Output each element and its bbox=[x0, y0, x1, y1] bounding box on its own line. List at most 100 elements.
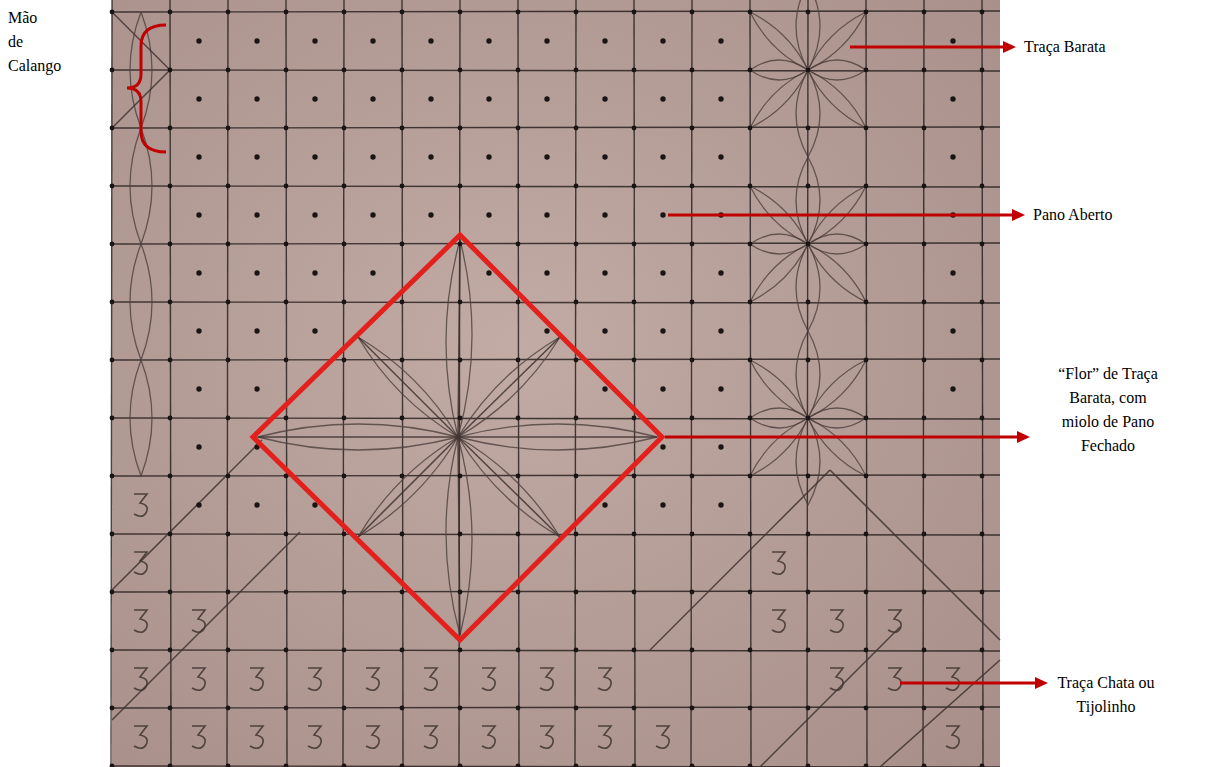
paper-photo bbox=[112, 0, 1000, 767]
pin-dot bbox=[254, 154, 259, 159]
lens-petal bbox=[796, 331, 820, 418]
pin-dot bbox=[806, 474, 811, 479]
handwritten-mark bbox=[134, 610, 147, 632]
pin-dot bbox=[226, 764, 231, 767]
pin-dot bbox=[168, 10, 173, 15]
lens-petal bbox=[750, 234, 808, 254]
pin-dot bbox=[342, 184, 347, 189]
pin-dot bbox=[516, 68, 521, 73]
pin-dot bbox=[574, 474, 579, 479]
pin-dot bbox=[110, 474, 115, 479]
pin-dot bbox=[312, 38, 317, 43]
pin-dot bbox=[110, 532, 115, 537]
pin-dot bbox=[980, 184, 985, 189]
pencil-line bbox=[458, 436, 657, 438]
pin-dot bbox=[168, 764, 173, 767]
pin-dot bbox=[574, 184, 579, 189]
pin-dot bbox=[544, 270, 549, 275]
pin-dot bbox=[806, 300, 811, 305]
lens-petal bbox=[446, 437, 472, 635]
pin-dot bbox=[864, 706, 869, 711]
pin-dot bbox=[748, 648, 753, 653]
pin-dot bbox=[168, 300, 173, 305]
pin-dot bbox=[660, 212, 665, 217]
pin-dot bbox=[660, 38, 665, 43]
pin-dot bbox=[168, 416, 173, 421]
handwritten-mark bbox=[192, 668, 205, 690]
pin-dot bbox=[544, 328, 549, 333]
pin-dot bbox=[574, 358, 579, 363]
pin-dot bbox=[632, 706, 637, 711]
pin-dot bbox=[574, 532, 579, 537]
pin-dot bbox=[428, 212, 433, 217]
pin-dot bbox=[806, 764, 811, 767]
lens-petal bbox=[258, 424, 458, 450]
handwritten-mark bbox=[366, 668, 379, 690]
pin-dot bbox=[168, 358, 173, 363]
pin-dot bbox=[342, 590, 347, 595]
pin-dot bbox=[342, 416, 347, 421]
pin-dot bbox=[980, 532, 985, 537]
pin-dot bbox=[544, 38, 549, 43]
pin-dot bbox=[922, 358, 927, 363]
pin-dot bbox=[400, 126, 405, 131]
pin-dot bbox=[690, 68, 695, 73]
pin-dot bbox=[342, 474, 347, 479]
pin-dot bbox=[806, 68, 811, 73]
pin-dot bbox=[602, 96, 607, 101]
pin-dot bbox=[950, 38, 955, 43]
lens-petal bbox=[808, 12, 866, 70]
pin-dot bbox=[950, 270, 955, 275]
lens-petal bbox=[446, 240, 472, 437]
handwritten-mark bbox=[598, 668, 611, 690]
pin-dot bbox=[254, 212, 259, 217]
pin-dot bbox=[486, 38, 491, 43]
pin-dots bbox=[110, 10, 985, 767]
handwritten-mark bbox=[598, 726, 611, 748]
arrow-head bbox=[1003, 41, 1016, 53]
pin-dot bbox=[226, 590, 231, 595]
lens-petal bbox=[796, 157, 820, 244]
handwritten-mark bbox=[308, 726, 321, 748]
handwritten-mark bbox=[134, 668, 147, 690]
pin-dot bbox=[342, 300, 347, 305]
handwritten-mark bbox=[192, 726, 205, 748]
pin-dot bbox=[400, 590, 405, 595]
pin-dot bbox=[718, 502, 723, 507]
pin-dot bbox=[690, 242, 695, 247]
pin-dot bbox=[400, 706, 405, 711]
lens-petal bbox=[750, 60, 808, 80]
handwritten-mark bbox=[134, 726, 147, 748]
pin-dot bbox=[254, 38, 259, 43]
pin-dot bbox=[458, 358, 463, 363]
pin-dot bbox=[168, 242, 173, 247]
pin-dot bbox=[980, 126, 985, 131]
pin-dot bbox=[544, 154, 549, 159]
pin-dot bbox=[110, 126, 115, 131]
pin-dot bbox=[806, 10, 811, 15]
pin-dot bbox=[400, 764, 405, 767]
lens-petal bbox=[130, 128, 152, 244]
pin-dot bbox=[370, 154, 375, 159]
pin-dot bbox=[342, 706, 347, 711]
pin-dot bbox=[980, 474, 985, 479]
pin-dot bbox=[254, 386, 259, 391]
pin-dot bbox=[690, 648, 695, 653]
pin-dot bbox=[748, 358, 753, 363]
pin-dot bbox=[806, 242, 811, 247]
pin-dot bbox=[632, 358, 637, 363]
pin-dot bbox=[110, 300, 115, 305]
pin-dot bbox=[400, 474, 405, 479]
pin-dot bbox=[922, 300, 927, 305]
pencil-line bbox=[458, 240, 460, 437]
pin-dot bbox=[748, 184, 753, 189]
pin-dot bbox=[632, 764, 637, 767]
pin-dot bbox=[312, 328, 317, 333]
leader-line bbox=[850, 46, 1006, 49]
pin-dot bbox=[574, 300, 579, 305]
pin-dot bbox=[660, 270, 665, 275]
pin-dot bbox=[342, 358, 347, 363]
pin-dot bbox=[632, 242, 637, 247]
pin-dot bbox=[516, 10, 521, 15]
pin-dot bbox=[226, 68, 231, 73]
